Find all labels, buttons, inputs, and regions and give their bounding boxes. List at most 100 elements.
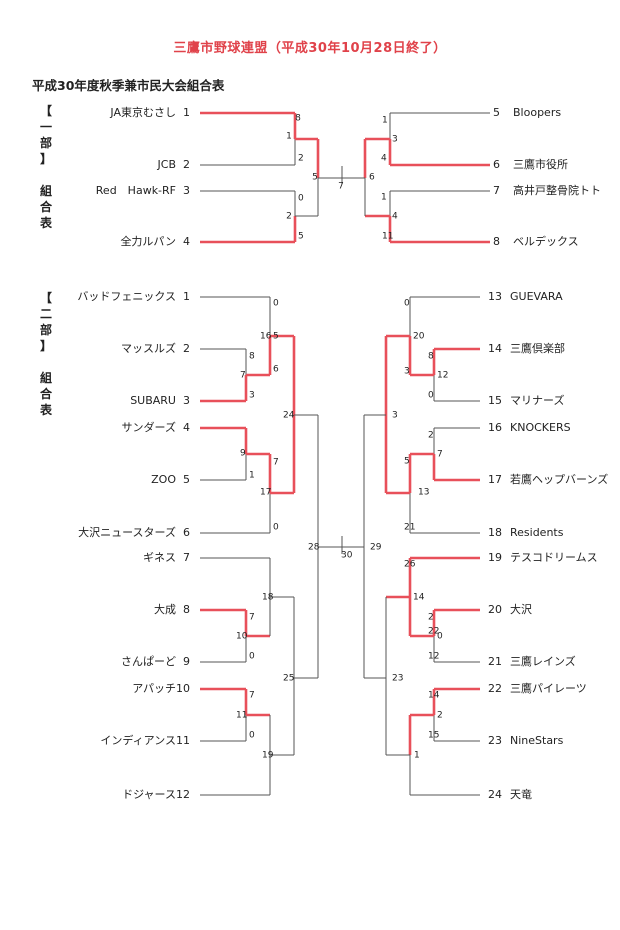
score-label: 10 bbox=[236, 632, 248, 642]
score-label: 12 bbox=[428, 652, 439, 662]
team-name: サンダーズ bbox=[122, 420, 176, 434]
team-number: 19 bbox=[488, 551, 502, 564]
team-name: アパッチ bbox=[132, 682, 176, 695]
team-number: 3 bbox=[183, 184, 190, 197]
score-label: 1 bbox=[286, 132, 292, 142]
score-label: 1 bbox=[249, 471, 255, 481]
team-number: 7 bbox=[493, 184, 500, 197]
score-label: 0 bbox=[437, 632, 443, 642]
score-label: 12 bbox=[437, 371, 448, 381]
team-number: 9 bbox=[183, 655, 190, 668]
page-title: 三鷹市野球連盟（平成30年10月28日終了） bbox=[173, 41, 447, 56]
score-label: 7 bbox=[249, 613, 255, 623]
team-name: ギネス bbox=[143, 551, 176, 564]
team-number: 5 bbox=[493, 106, 500, 119]
score-label: 20 bbox=[413, 332, 425, 342]
team-number: 15 bbox=[488, 394, 502, 407]
team-name: GUEVARA bbox=[510, 290, 563, 303]
score-label: 2 bbox=[428, 613, 434, 623]
team-name: 全力ルパン bbox=[120, 234, 176, 248]
team-name: NineStars bbox=[510, 734, 564, 747]
team-name: 若鷹ヘップバーンズ bbox=[510, 472, 608, 486]
team-number: 14 bbox=[488, 342, 502, 355]
team-number: 1 bbox=[183, 290, 190, 303]
team-name: Red Hawk-RF bbox=[96, 184, 176, 197]
score-label: 25 bbox=[283, 674, 294, 684]
score-label: 11 bbox=[236, 711, 247, 721]
score-label: 4 bbox=[381, 154, 387, 164]
team-name: 大沢 bbox=[510, 602, 532, 616]
team-number: 21 bbox=[488, 655, 502, 668]
score-label: 2 bbox=[298, 154, 304, 164]
team-name: ZOO bbox=[151, 473, 176, 486]
score-label: 30 bbox=[341, 551, 353, 561]
score-label: 3 bbox=[392, 411, 398, 421]
score-label: 8 bbox=[249, 352, 255, 362]
score-label: 0 bbox=[404, 299, 410, 309]
team-name: 三鷹倶楽部 bbox=[510, 341, 565, 355]
score-label: 0 bbox=[273, 523, 279, 533]
score-label: 0 bbox=[273, 299, 279, 309]
score-label: 14 bbox=[428, 691, 440, 701]
team-number: 8 bbox=[183, 603, 190, 616]
team-name: ベルデックス bbox=[513, 234, 579, 248]
score-label: 3 bbox=[392, 135, 398, 145]
score-label: 2 bbox=[437, 711, 443, 721]
team-number: 1 bbox=[183, 106, 190, 119]
score-label: 3 bbox=[249, 391, 255, 401]
score-label: 7 bbox=[338, 182, 344, 192]
team-number: 10 bbox=[176, 682, 190, 695]
score-label: 5 bbox=[273, 332, 279, 342]
team-name: 三鷹レインズ bbox=[510, 654, 576, 668]
team-number: 2 bbox=[183, 158, 190, 171]
team-number: 11 bbox=[176, 734, 190, 747]
team-number: 7 bbox=[183, 551, 190, 564]
score-label: 7 bbox=[240, 371, 246, 381]
score-label: 18 bbox=[262, 593, 274, 603]
score-label: 14 bbox=[413, 593, 425, 603]
score-label: 5 bbox=[312, 173, 318, 183]
score-label: 3 bbox=[404, 367, 410, 377]
team-number: 22 bbox=[488, 682, 502, 695]
team-name: さんぱーど bbox=[121, 655, 176, 668]
team-name: テスコドリームス bbox=[510, 551, 598, 564]
score-label: 1 bbox=[382, 116, 388, 126]
score-label: 0 bbox=[249, 652, 255, 662]
team-name: 高井戸整骨院トト bbox=[513, 183, 601, 197]
tournament-subtitle: 平成30年度秋季兼市民大会組合表 bbox=[32, 78, 225, 93]
score-label: 7 bbox=[273, 458, 279, 468]
team-number: 6 bbox=[183, 526, 190, 539]
team-number: 3 bbox=[183, 394, 190, 407]
team-number: 5 bbox=[183, 473, 190, 486]
team-number: 4 bbox=[183, 421, 190, 434]
team-name: SUBARU bbox=[130, 394, 176, 407]
team-number: 16 bbox=[488, 421, 502, 434]
score-label: 15 bbox=[428, 731, 439, 741]
team-number: 6 bbox=[493, 158, 500, 171]
score-label: 13 bbox=[418, 488, 429, 498]
team-number: 17 bbox=[488, 473, 502, 486]
team-name: 三鷹市役所 bbox=[513, 157, 568, 171]
team-name: 大沢ニュースターズ bbox=[78, 525, 176, 539]
score-label: 8 bbox=[295, 114, 301, 124]
score-label: 5 bbox=[298, 232, 304, 242]
score-label: 9 bbox=[240, 449, 246, 459]
score-label: 2 bbox=[286, 212, 292, 222]
score-label: 28 bbox=[308, 543, 320, 553]
team-name: インディアンス bbox=[100, 733, 176, 747]
team-number: 23 bbox=[488, 734, 502, 747]
team-name: JA東京むさし bbox=[109, 105, 176, 119]
score-label: 16 bbox=[260, 332, 272, 342]
team-name: Bloopers bbox=[513, 106, 561, 119]
score-label: 4 bbox=[392, 212, 398, 222]
team-name: Residents bbox=[510, 526, 564, 539]
score-label: 7 bbox=[437, 450, 443, 460]
team-name: 天竜 bbox=[510, 787, 532, 801]
score-label: 23 bbox=[392, 674, 403, 684]
team-name: マッスルズ bbox=[121, 341, 176, 355]
score-label: 19 bbox=[262, 751, 274, 761]
score-label: 6 bbox=[369, 173, 375, 183]
score-label: 8 bbox=[428, 352, 434, 362]
team-number: 8 bbox=[493, 235, 500, 248]
